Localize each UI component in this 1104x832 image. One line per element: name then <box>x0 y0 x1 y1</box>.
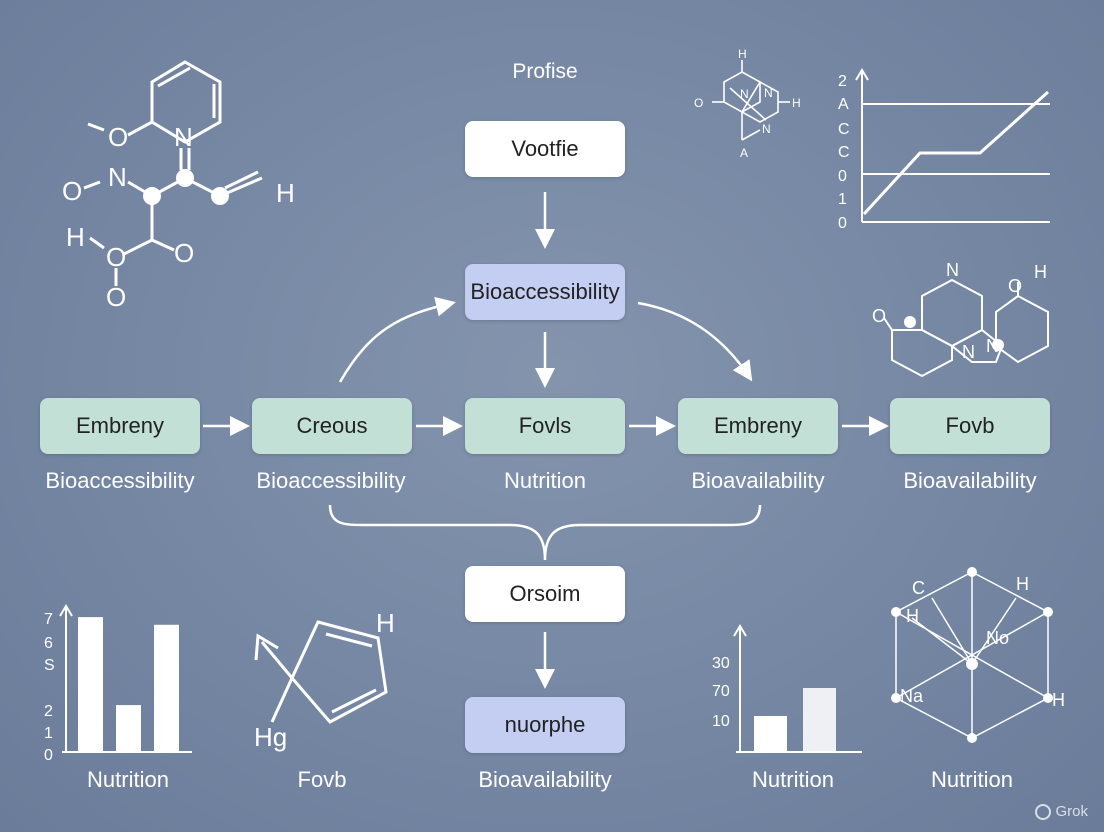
line-chart-tick: C <box>838 121 850 138</box>
bottom-label: Nutrition <box>87 767 169 792</box>
atom-label: H <box>376 608 395 638</box>
bottom-label: Bioavailability <box>478 767 612 792</box>
bottom-label: Nutrition <box>931 767 1013 792</box>
atom-label: O <box>872 306 886 326</box>
bar-right-1 <box>754 716 787 751</box>
bar-chart-left-tick: 2 <box>44 703 53 720</box>
atom-label: C <box>912 578 925 598</box>
atom-label: N <box>946 260 959 280</box>
row-label: Bioaccessibility <box>45 468 195 493</box>
arrow-curve-from-center <box>637 301 753 382</box>
atom-label: H <box>792 96 801 110</box>
atom-label: A <box>740 146 748 160</box>
line-chart-tick: C <box>838 144 850 161</box>
line-chart-series <box>862 90 1050 216</box>
atom-label: O <box>108 122 128 152</box>
bar-chart-left-tick: 6 <box>44 635 53 652</box>
atom-label: N <box>764 86 773 100</box>
watermark: Grok <box>1035 803 1088 820</box>
bar-chart-left-tick: 1 <box>44 725 53 742</box>
atom-label: N <box>740 87 749 101</box>
row-label: Bioavailability <box>903 468 1037 493</box>
atom-label: O <box>106 282 126 312</box>
box-orsoim: Orsoim <box>465 566 625 622</box>
atom-label: No <box>986 628 1009 648</box>
atom-label: H <box>1052 690 1065 710</box>
grok-logo-icon <box>1035 803 1052 820</box>
bar-left-1 <box>78 617 103 751</box>
line-chart-tick: 2 <box>838 73 847 90</box>
molecule-top-left <box>83 60 263 286</box>
atom-label: O <box>174 238 194 268</box>
molecule-network <box>891 567 1053 743</box>
bar-left-2 <box>116 705 141 751</box>
line-chart-tick: 0 <box>838 215 847 232</box>
bottom-label: Nutrition <box>752 767 834 792</box>
flow-arrows <box>203 192 889 689</box>
box-row-5: Fovb <box>890 398 1050 454</box>
row-label: Bioavailability <box>691 468 825 493</box>
molecule-top-small <box>712 60 790 141</box>
atom-label: N <box>986 336 999 356</box>
atom-label: H <box>1016 574 1029 594</box>
arrow-curve-to-center <box>338 296 456 383</box>
box-row-1: Embreny <box>40 398 200 454</box>
atom-label: O <box>1008 276 1022 296</box>
box-vootfie: Vootfie <box>465 121 625 177</box>
molecule-network-labels: C H H No Na H <box>900 574 1065 710</box>
atom-label: O <box>694 96 703 110</box>
row-label: Nutrition <box>504 468 586 493</box>
box-row-3: Fovls <box>465 398 625 454</box>
molecule-pentagon-labels: H Hg <box>254 608 395 752</box>
bar-chart-right: 30 70 10 <box>712 624 862 753</box>
bar-chart-right-tick: 70 <box>712 683 730 700</box>
bottom-label: Fovb <box>297 767 347 792</box>
molecule-right-mid-labels: N O H O N N <box>872 260 1047 362</box>
molecule-top-small-labels: H O N N H N A <box>694 47 801 160</box>
atom-label: N <box>762 122 771 136</box>
line-chart: 2 A C C 0 1 0 <box>838 68 1050 232</box>
line-chart-tick: 0 <box>838 168 847 185</box>
molecule-top-left-labels: O N O N H H O O O <box>62 122 295 312</box>
atom-label: N <box>962 342 975 362</box>
bar-chart-left-tick: 7 <box>44 611 53 628</box>
bar-chart-left: 7 6 S 2 1 0 <box>44 604 192 764</box>
atom-label: H <box>738 47 747 61</box>
line-chart-tick: 1 <box>838 191 847 208</box>
atom-label: O <box>62 176 82 206</box>
atom-label: H <box>1034 262 1047 282</box>
box-row-2: Creous <box>252 398 412 454</box>
box-row-4: Embreny <box>678 398 838 454</box>
bar-chart-left-tick: S <box>44 657 55 674</box>
atom-label: H <box>66 222 85 252</box>
molecule-pentagon <box>254 620 388 724</box>
atom-label: N <box>108 162 127 192</box>
diagram-title: Profise <box>512 60 578 83</box>
watermark-text: Grok <box>1055 803 1088 820</box>
atom-label: H <box>276 178 295 208</box>
box-nuorphe: nuorphe <box>465 697 625 753</box>
atom-label: Hg <box>254 722 287 752</box>
bar-chart-right-tick: 30 <box>712 655 730 672</box>
row-label: Bioaccessibility <box>256 468 406 493</box>
bar-left-3 <box>154 624 179 751</box>
atom-label: O <box>106 242 126 272</box>
line-chart-tick: A <box>838 96 849 113</box>
box-bioaccessibility: Bioaccessibility <box>465 264 625 320</box>
atom-label: H <box>906 606 919 626</box>
merge-brace <box>328 504 762 561</box>
molecule-right-mid <box>883 278 1049 378</box>
atom-label: Na <box>900 686 924 706</box>
bar-chart-left-tick: 0 <box>44 747 53 764</box>
bar-chart-right-tick: 10 <box>712 713 730 730</box>
atom-label: N <box>174 122 193 152</box>
bar-right-2 <box>803 688 836 751</box>
